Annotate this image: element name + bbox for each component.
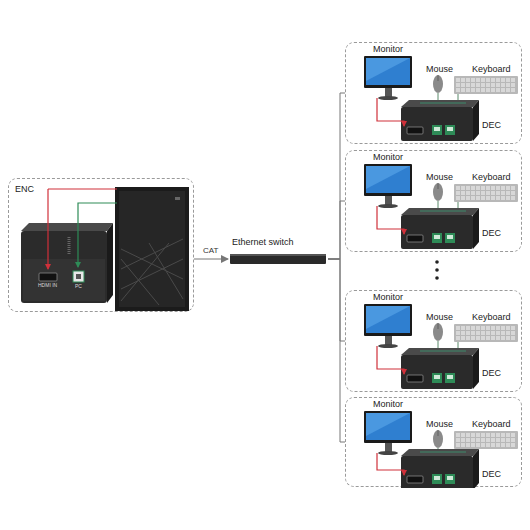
mouse-label: Mouse <box>426 65 453 75</box>
keyboard-label: Keyboard <box>472 173 511 183</box>
encoder-group: ENC HDMI IN PC <box>8 178 194 312</box>
monitor-label: Monitor <box>373 153 403 163</box>
monitor-label: Monitor <box>373 400 403 410</box>
mouse-label: Mouse <box>426 420 453 430</box>
port-label: PC <box>75 284 82 290</box>
decoder-group: MonitorMouse KeyboardDEC <box>345 397 522 487</box>
ellipsis-dots <box>435 260 439 280</box>
monitor-label: Monitor <box>373 293 403 303</box>
network-cable <box>328 259 345 442</box>
keyboard-label: Keyboard <box>472 313 511 323</box>
network-cable <box>328 201 345 259</box>
decoder-group: MonitorMouse KeyboardDEC <box>345 42 522 144</box>
cable-label: CAT <box>202 247 219 255</box>
monitor-label: Monitor <box>373 45 403 55</box>
network-cable <box>194 259 228 260</box>
keyboard-label: Keyboard <box>472 420 511 430</box>
group-title: ENC <box>15 185 34 195</box>
decoder-group: MonitorMouse KeyboardDEC <box>345 150 522 252</box>
encoder-pc-illustration <box>9 179 195 313</box>
mouse-label: Mouse <box>426 313 453 323</box>
port-label: HDMI IN <box>38 283 57 289</box>
network-cable <box>328 259 345 341</box>
mouse-label: Mouse <box>426 173 453 183</box>
switch-node: Ethernet switch <box>228 236 328 266</box>
decoder-group: MonitorMouse KeyboardDEC <box>345 290 522 392</box>
keyboard-label: Keyboard <box>472 65 511 75</box>
decoder-label: DEC <box>482 121 501 131</box>
decoder-label: DEC <box>482 470 501 480</box>
network-cable <box>328 93 345 259</box>
decoder-label: DEC <box>482 229 501 239</box>
decoder-label: DEC <box>482 369 501 379</box>
switch-label: Ethernet switch <box>232 238 294 248</box>
